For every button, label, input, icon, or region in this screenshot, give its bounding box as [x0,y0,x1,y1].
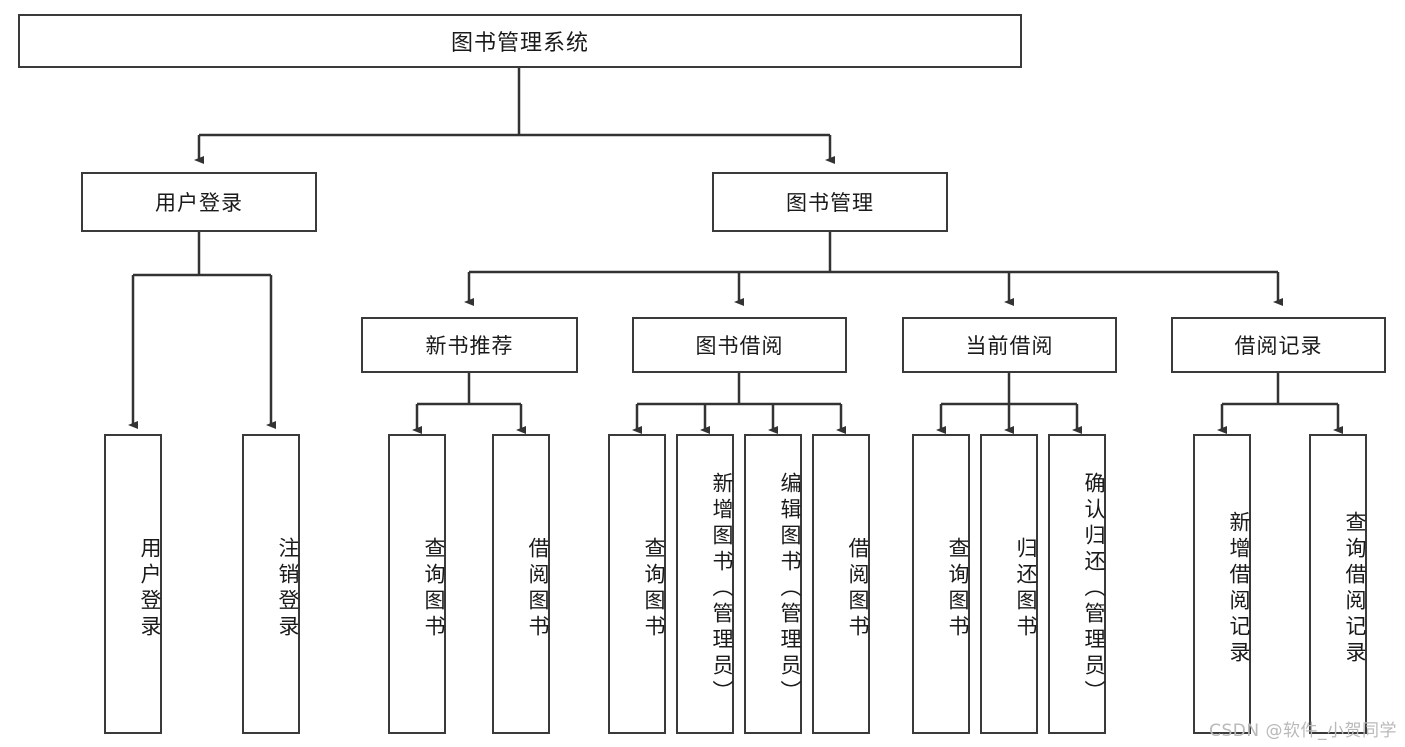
node-user-login[interactable]: 用户登录 [81,172,317,232]
node-label: 注销登录 [276,537,300,641]
leaf-user-login-signout[interactable]: 注销登录 [242,434,300,734]
node-label: 图书管理系统 [450,31,589,56]
node-label: 用户登录 [138,537,162,641]
node-book-management[interactable]: 图书管理 [712,172,948,232]
node-label: 新增图书（管理员） [710,472,734,706]
node-label: 图书管理 [786,191,874,215]
leaf-borrow-record-query-record[interactable]: 查询借阅记录 [1309,434,1367,734]
node-label: 编辑图书（管理员） [778,472,802,706]
node-label: 借阅记录 [1234,334,1323,358]
node-label: 查询图书 [422,537,446,641]
node-label: 借阅图书 [846,537,870,641]
leaf-book-borrow-borrow-book[interactable]: 借阅图书 [812,434,870,734]
leaf-current-borrow-query-book[interactable]: 查询图书 [912,434,970,734]
node-label: 归还图书 [1014,537,1038,641]
node-label: 新增借阅记录 [1227,511,1251,667]
leaf-new-book-borrow-book[interactable]: 借阅图书 [492,434,550,734]
node-borrow-record[interactable]: 借阅记录 [1171,317,1386,373]
csdn-watermark: CSDN @软件_小贺同学 [1209,721,1397,741]
node-label: 确认归还（管理员） [1082,472,1106,706]
node-label: 借阅图书 [526,537,550,641]
leaf-borrow-record-add-record[interactable]: 新增借阅记录 [1193,434,1251,734]
node-label: 图书借阅 [695,334,784,358]
leaf-current-borrow-return-book[interactable]: 归还图书 [980,434,1038,734]
node-label: 当前借阅 [965,334,1054,358]
leaf-book-borrow-add-book-admin[interactable]: 新增图书（管理员） [676,434,734,734]
node-root-book-management-system[interactable]: 图书管理系统 [18,14,1022,68]
node-label: 用户登录 [155,191,243,215]
leaf-current-borrow-confirm-return-admin[interactable]: 确认归还（管理员） [1048,434,1106,734]
node-label: 查询图书 [946,537,970,641]
node-book-borrow[interactable]: 图书借阅 [632,317,847,373]
node-label: 新书推荐 [425,334,514,358]
node-label: 查询图书 [642,537,666,641]
leaf-user-login-signin[interactable]: 用户登录 [104,434,162,734]
leaf-new-book-query-book[interactable]: 查询图书 [388,434,446,734]
leaf-book-borrow-query-book[interactable]: 查询图书 [608,434,666,734]
leaf-book-borrow-edit-book-admin[interactable]: 编辑图书（管理员） [744,434,802,734]
node-current-borrow[interactable]: 当前借阅 [902,317,1117,373]
node-new-book-recommend[interactable]: 新书推荐 [361,317,578,373]
node-label: 查询借阅记录 [1343,511,1367,667]
